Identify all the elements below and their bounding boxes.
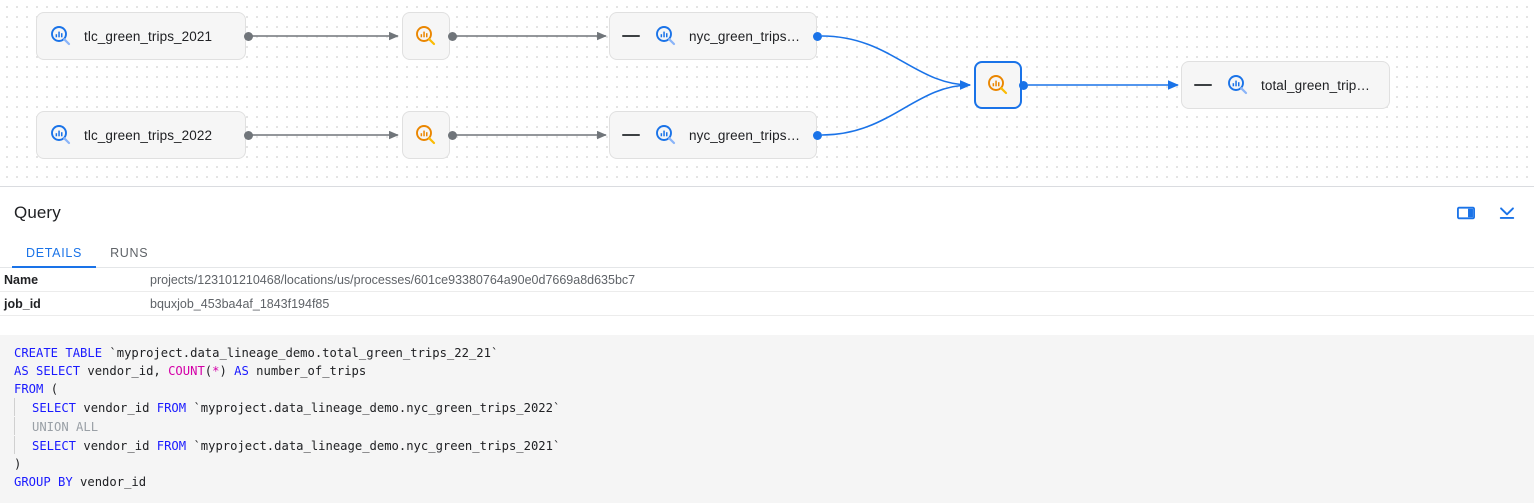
code-token: SELECT: [32, 401, 84, 415]
panel-header-actions: [1455, 202, 1518, 224]
node-output-port[interactable]: [813, 31, 822, 41]
lineage-node-total-green-trips[interactable]: total_green_trip…: [1181, 61, 1390, 109]
code-token: FROM: [156, 401, 194, 415]
node-output-port[interactable]: [448, 130, 457, 140]
process-search-icon: [416, 125, 436, 145]
code-indent-guide: [14, 417, 15, 435]
table-search-icon: [1228, 75, 1248, 95]
tab-runs[interactable]: RUNS: [110, 246, 149, 260]
code-token: vendor_id: [80, 475, 147, 489]
code-token: (: [204, 364, 213, 378]
code-token: COUNT: [168, 364, 205, 378]
code-token: (: [50, 382, 59, 396]
panel-header: Query: [0, 187, 1534, 239]
code-token: `myproject.data_lineage_demo.total_green…: [109, 346, 499, 360]
code-token: vendor_id: [83, 401, 157, 415]
lineage-node-nyc-green-trips-top[interactable]: nyc_green_trips…: [609, 12, 817, 60]
code-token: CREATE TABLE: [14, 346, 110, 360]
node-collapse-toggle[interactable]: [1194, 83, 1212, 87]
lineage-node-process-selected[interactable]: [974, 61, 1022, 109]
node-output-port[interactable]: [244, 31, 253, 41]
table-row: job_id bquxjob_453ba4af_1843f194f85: [0, 292, 1534, 316]
sql-code-block[interactable]: CREATE TABLE `myproject.data_lineage_dem…: [0, 335, 1534, 503]
split-pane-icon[interactable]: [1455, 202, 1477, 224]
lineage-graph-canvas[interactable]: tlc_green_trips_2021 tlc_green_trips_202…: [0, 0, 1534, 187]
node-output-port[interactable]: [813, 130, 822, 140]
code-token: ): [14, 457, 22, 471]
code-token: `myproject.data_lineage_demo.nyc_green_t…: [193, 401, 561, 415]
code-indent-guide: [14, 436, 15, 454]
details-table: Name projects/123101210468/locations/us/…: [0, 268, 1534, 316]
sql-code-text: CREATE TABLE `myproject.data_lineage_dem…: [0, 344, 1534, 491]
detail-value: projects/123101210468/locations/us/proce…: [150, 272, 636, 287]
node-collapse-toggle[interactable]: [622, 133, 640, 137]
tab-details[interactable]: DETAILS: [12, 246, 97, 268]
table-search-icon: [51, 125, 71, 145]
query-details-panel: Query DETAILS RUNS Name projects/1231012…: [0, 187, 1534, 503]
table-row: Name projects/123101210468/locations/us/…: [0, 268, 1534, 292]
lineage-node-tlc-green-trips-2021[interactable]: tlc_green_trips_2021: [36, 12, 246, 60]
node-output-port[interactable]: [244, 130, 253, 140]
code-token: AS SELECT: [14, 364, 88, 378]
code-token: vendor_id,: [87, 364, 169, 378]
code-token: ): [219, 364, 235, 378]
panel-tabs: DETAILS RUNS: [0, 239, 1534, 268]
lineage-node-label: nyc_green_trips…: [689, 28, 801, 44]
node-output-port[interactable]: [448, 31, 457, 41]
code-token: `myproject.data_lineage_demo.nyc_green_t…: [193, 439, 561, 453]
code-token: FROM: [14, 382, 51, 396]
lineage-node-label: tlc_green_trips_2021: [84, 28, 213, 44]
collapse-panel-icon[interactable]: [1496, 202, 1518, 224]
code-token: SELECT: [32, 439, 84, 453]
code-indent-guide: [14, 398, 15, 416]
code-token: GROUP BY: [14, 475, 81, 489]
node-output-port[interactable]: [1019, 80, 1028, 90]
lineage-node-process-bottom[interactable]: [402, 111, 450, 159]
page-title: Query: [14, 203, 61, 222]
table-search-icon: [656, 125, 676, 145]
detail-key: job_id: [4, 296, 41, 311]
lineage-node-label: tlc_green_trips_2022: [84, 127, 213, 143]
code-token: AS: [234, 364, 257, 378]
process-search-icon: [416, 26, 436, 46]
detail-value: bquxjob_453ba4af_1843f194f85: [150, 296, 330, 311]
node-collapse-toggle[interactable]: [622, 34, 640, 38]
code-token: UNION ALL: [32, 420, 99, 434]
code-token: *: [212, 364, 220, 378]
code-token: vendor_id: [83, 439, 157, 453]
lineage-node-label: nyc_green_trips…: [689, 127, 801, 143]
lineage-node-label: total_green_trip…: [1261, 77, 1371, 93]
process-search-icon: [988, 75, 1008, 95]
lineage-node-tlc-green-trips-2022[interactable]: tlc_green_trips_2022: [36, 111, 246, 159]
code-token: number_of_trips: [256, 364, 367, 378]
table-search-icon: [656, 26, 676, 46]
detail-key: Name: [4, 272, 39, 287]
table-search-icon: [51, 26, 71, 46]
code-token: FROM: [156, 439, 194, 453]
lineage-node-nyc-green-trips-bottom[interactable]: nyc_green_trips…: [609, 111, 817, 159]
panel-divider: [0, 186, 1534, 187]
lineage-node-process-top[interactable]: [402, 12, 450, 60]
